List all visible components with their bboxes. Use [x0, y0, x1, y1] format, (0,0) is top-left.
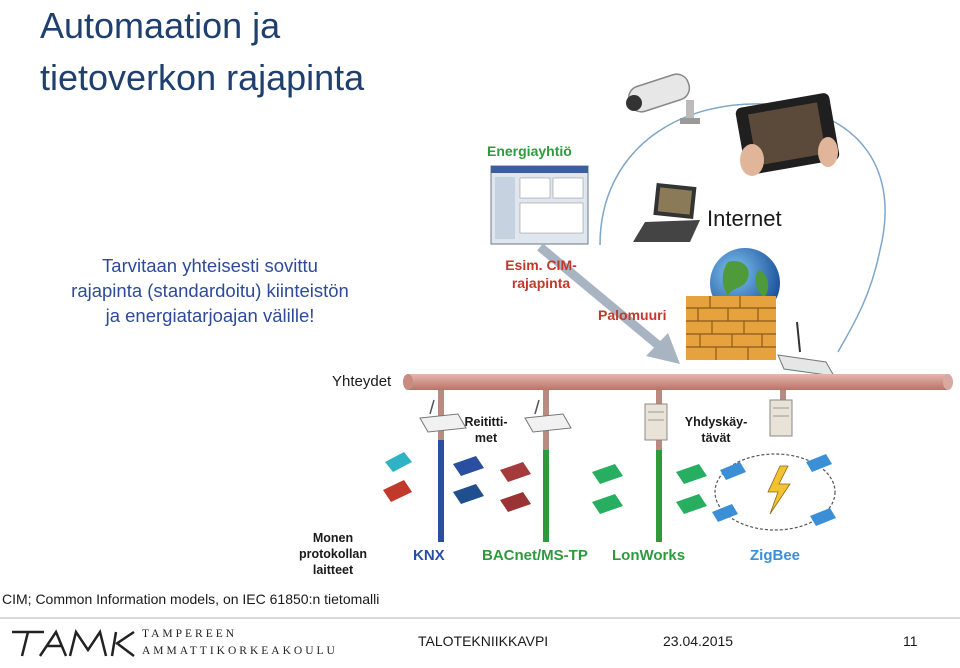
cim-interface-label: Esim. CIM- rajapinta: [496, 256, 586, 292]
lonworks-device-icon: [676, 494, 707, 514]
cim-arrow: [537, 243, 680, 364]
protocol-knx-label: KNX: [413, 547, 445, 564]
knx-device-icon: [453, 484, 484, 504]
school-name-line-1: TAMPEREEN: [142, 628, 238, 640]
title-line-1: Automaation ja: [40, 5, 281, 46]
footer-course: TALOTEKNIIKKAVPI: [418, 633, 549, 649]
routers-label: Reititti- met: [455, 414, 517, 446]
cim-label-line-1: Esim. CIM-: [505, 257, 577, 273]
lonworks-device-icon: [676, 464, 707, 484]
multi-label-line-3: laitteet: [312, 563, 354, 577]
routers-label-line-2: met: [474, 431, 498, 445]
lonworks-device-icon: [592, 494, 623, 514]
callout-line-1: Tarvitaan yhteisesti sovittu: [102, 255, 318, 276]
gateways-label: Yhdyskäy- tävät: [676, 414, 756, 446]
bacnet-device-icon: [500, 462, 531, 482]
gateways-label-line-1: Yhdyskäy-: [684, 415, 748, 429]
tablet-icon: [735, 93, 840, 176]
wireless-router-icon: [777, 321, 835, 377]
knx-device-icon: [383, 480, 412, 502]
knx-bus-line: [438, 440, 444, 542]
zigbee-cloud-icon: [712, 453, 836, 531]
multi-label-line-1: Monen: [312, 531, 354, 545]
routers-label-line-1: Reititti-: [464, 415, 508, 429]
footer-date: 23.04.2015: [663, 633, 734, 649]
connections-label: Yhteydet: [332, 373, 392, 390]
connections-bus-bar: [403, 374, 953, 390]
page-title: Automaation ja tietoverkon rajapinta: [40, 0, 364, 104]
multi-label-line-2: protokollan: [298, 547, 368, 561]
callout-line-3: ja energiatarjoajan välille!: [105, 305, 315, 326]
protocol-lonworks-label: LonWorks: [612, 547, 686, 564]
internet-cloud-arc: [599, 103, 886, 353]
bacnet-bus-line: [543, 450, 549, 542]
title-line-2: tietoverkon rajapinta: [40, 57, 365, 98]
internet-label: Internet: [707, 206, 782, 231]
gateway-server-icon: [769, 399, 793, 437]
callout-text: Tarvitaan yhteisesti sovittu rajapinta (…: [30, 253, 390, 328]
footnote: CIM; Common Information models, on IEC 6…: [2, 591, 380, 607]
school-name: TAMPEREEN AMMATTIKORKEAKOULU: [142, 626, 338, 660]
bacnet-device-icon: [500, 492, 531, 512]
multi-protocol-devices-label: Monen protokollan laitteet: [283, 530, 383, 578]
knx-device-icon: [385, 452, 412, 472]
gateway-server-icon: [644, 403, 668, 441]
footer-page-number: 11: [903, 633, 918, 649]
router-icon: [419, 399, 467, 433]
camera-icon: [626, 73, 700, 124]
lonworks-device-icon: [592, 464, 623, 484]
lonworks-bus-line: [656, 450, 662, 542]
cim-label-line-2: rajapinta: [511, 275, 571, 291]
gateways-label-line-2: tävät: [701, 431, 731, 445]
energy-company-label: Energiayhtiö: [487, 143, 572, 159]
firewall-label: Palomuuri: [598, 307, 667, 323]
energy-company-screen-icon: [490, 165, 589, 245]
callout-line-2: rajapinta (standardoitu) kiinteistön: [71, 280, 349, 301]
school-name-line-2: AMMATTIKORKEAKOULU: [142, 645, 338, 657]
protocol-bacnet-label: BACnet/MS-TP: [482, 547, 588, 564]
firewall-icon: [686, 296, 776, 360]
knx-device-icon: [453, 456, 484, 476]
router-icon: [524, 399, 572, 433]
laptop-icon: [633, 182, 700, 242]
tamk-logo-icon: [12, 628, 135, 657]
protocol-zigbee-label: ZigBee: [750, 547, 801, 564]
